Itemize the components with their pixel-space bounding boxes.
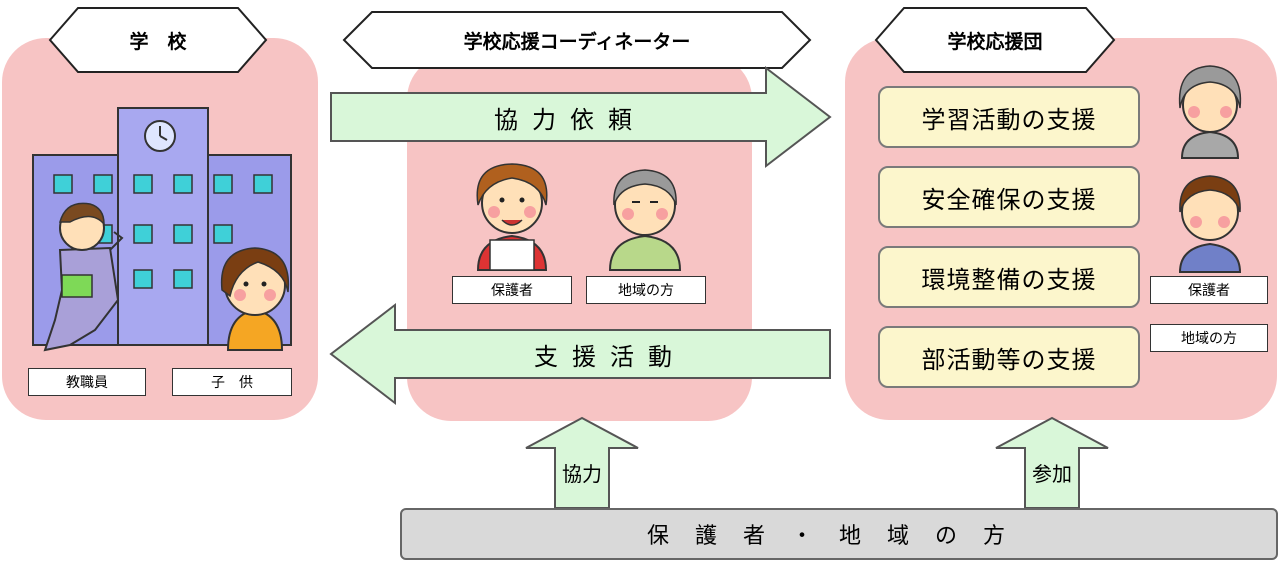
- coordinator-header-shape: [342, 11, 812, 69]
- support-group-header: 学校応援団: [947, 30, 1043, 53]
- participate-arrow: [995, 416, 1109, 509]
- support-community-label: 地域の方: [1150, 324, 1268, 352]
- teacher-figure-icon: [43, 202, 124, 352]
- school-header-shape: [48, 7, 268, 73]
- elderly-woman-figure-icon: [1178, 65, 1242, 159]
- community-member-figure-icon: [608, 169, 682, 271]
- request-arrow-label: 協力依頼: [494, 105, 646, 134]
- guardians-community-bar: 保護者・地域の方: [400, 508, 1278, 560]
- support-arrow: [329, 302, 831, 406]
- children-label: 子 供: [172, 368, 292, 396]
- support-activity-2: 安全確保の支援: [878, 166, 1140, 228]
- support-activity-3: 環境整備の支援: [878, 246, 1140, 308]
- participate-arrow-label: 参加: [1032, 461, 1072, 486]
- guardian-man-figure-icon: [1178, 175, 1242, 273]
- support-activity-4: 部活動等の支援: [878, 326, 1140, 388]
- school-header: 学 校: [129, 30, 187, 53]
- support-activity-1: 学習活動の支援: [878, 86, 1140, 148]
- community-label: 地域の方: [586, 276, 706, 304]
- coordinator-header: 学校応援コーディネーター: [463, 30, 691, 53]
- request-arrow: [330, 65, 832, 169]
- support-guardian-label: 保護者: [1150, 276, 1268, 304]
- cooperate-arrow-label: 協力: [562, 461, 602, 486]
- staff-label: 教職員: [28, 368, 146, 396]
- guardian-label: 保護者: [452, 276, 572, 304]
- support-arrow-label: 支援活動: [534, 342, 686, 371]
- support-group-header-shape: [874, 7, 1116, 73]
- child-figure-icon: [220, 247, 290, 351]
- cooperate-arrow: [525, 416, 639, 509]
- guardian-figure-icon: [476, 163, 548, 271]
